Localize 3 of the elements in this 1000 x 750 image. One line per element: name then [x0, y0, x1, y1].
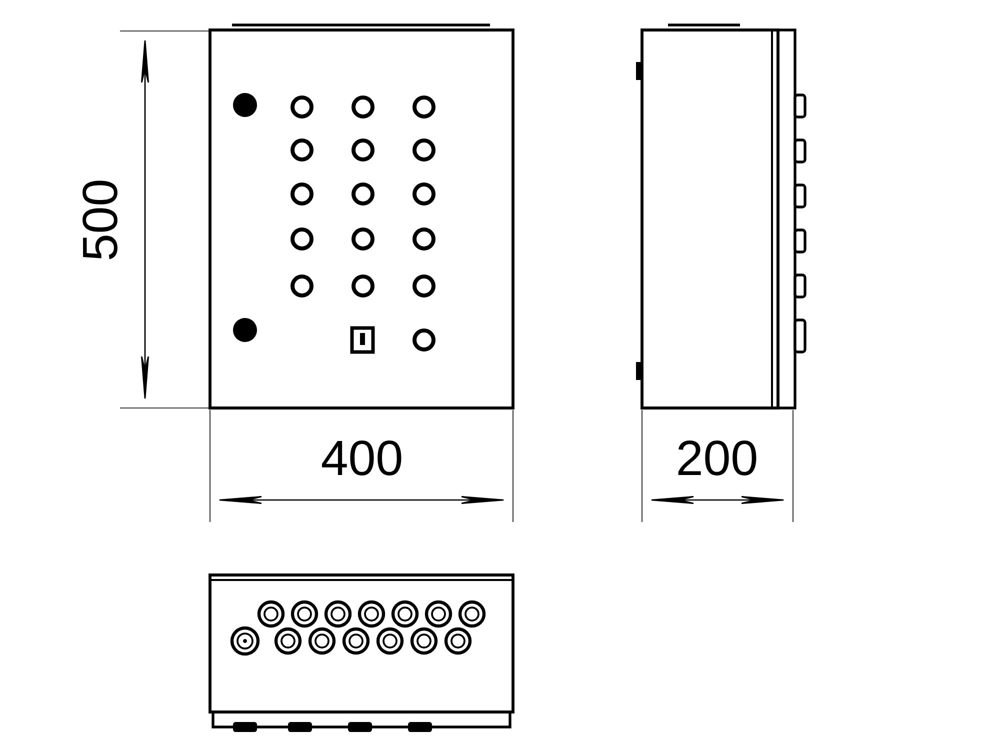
dimension-label: 500 [82, 180, 118, 260]
dimension-label: 400 [322, 440, 402, 476]
dimension-label: 200 [678, 440, 756, 476]
